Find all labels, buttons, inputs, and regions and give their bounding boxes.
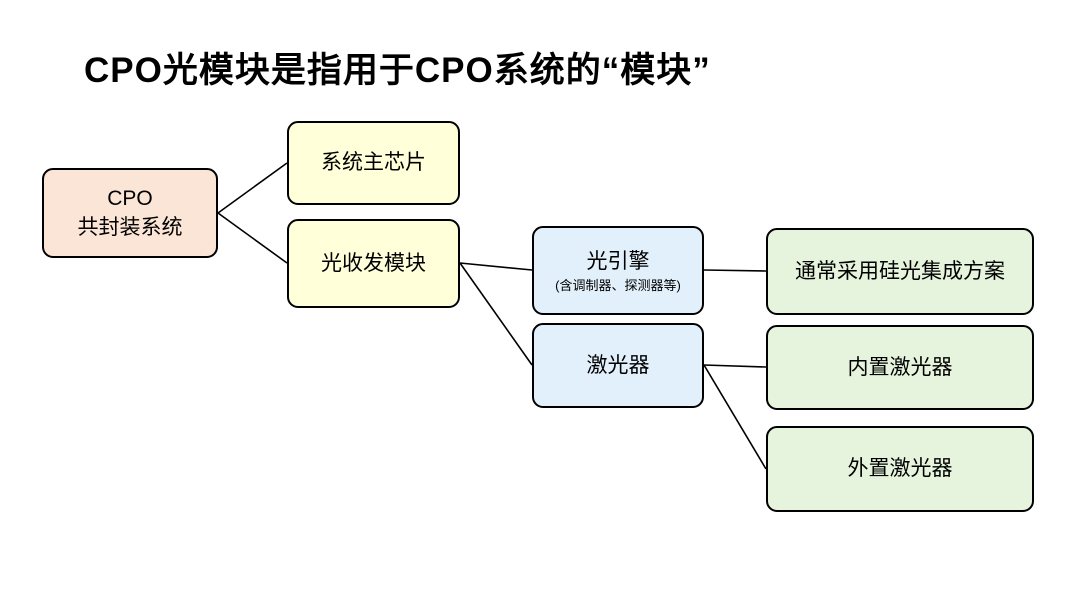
node-external-laser: 外置激光器 [766, 426, 1034, 512]
node-laser-label: 激光器 [586, 353, 650, 377]
node-laser: 激光器 [532, 323, 704, 408]
node-internal-laser: 内置激光器 [766, 325, 1034, 410]
node-optical-engine: 光引擎 (含调制器、探测器等) [532, 226, 704, 315]
page-title: CPO光模块是指用于CPO系统的“模块” [84, 51, 711, 90]
node-silicon-photonics-solution: 通常采用硅光集成方案 [766, 228, 1034, 315]
node-optical-transceiver-module: 光收发模块 [287, 219, 460, 308]
node-silicon-photonics-label: 通常采用硅光集成方案 [795, 259, 1005, 283]
node-cpo-line2: 共封装系统 [77, 216, 183, 239]
node-optical-transceiver-label: 光收发模块 [321, 251, 426, 275]
node-optical-engine-label: 光引擎 [586, 250, 650, 273]
node-system-chip: 系统主芯片 [287, 121, 460, 205]
node-cpo-line1: CPO [107, 186, 153, 210]
node-external-laser-label: 外置激光器 [847, 457, 953, 481]
node-internal-laser-label: 内置激光器 [847, 355, 953, 379]
node-system-chip-label: 系统主芯片 [321, 151, 426, 175]
node-optical-engine-sublabel: (含调制器、探测器等) [555, 278, 681, 294]
node-cpo-system: CPO 共封装系统 [42, 168, 218, 258]
